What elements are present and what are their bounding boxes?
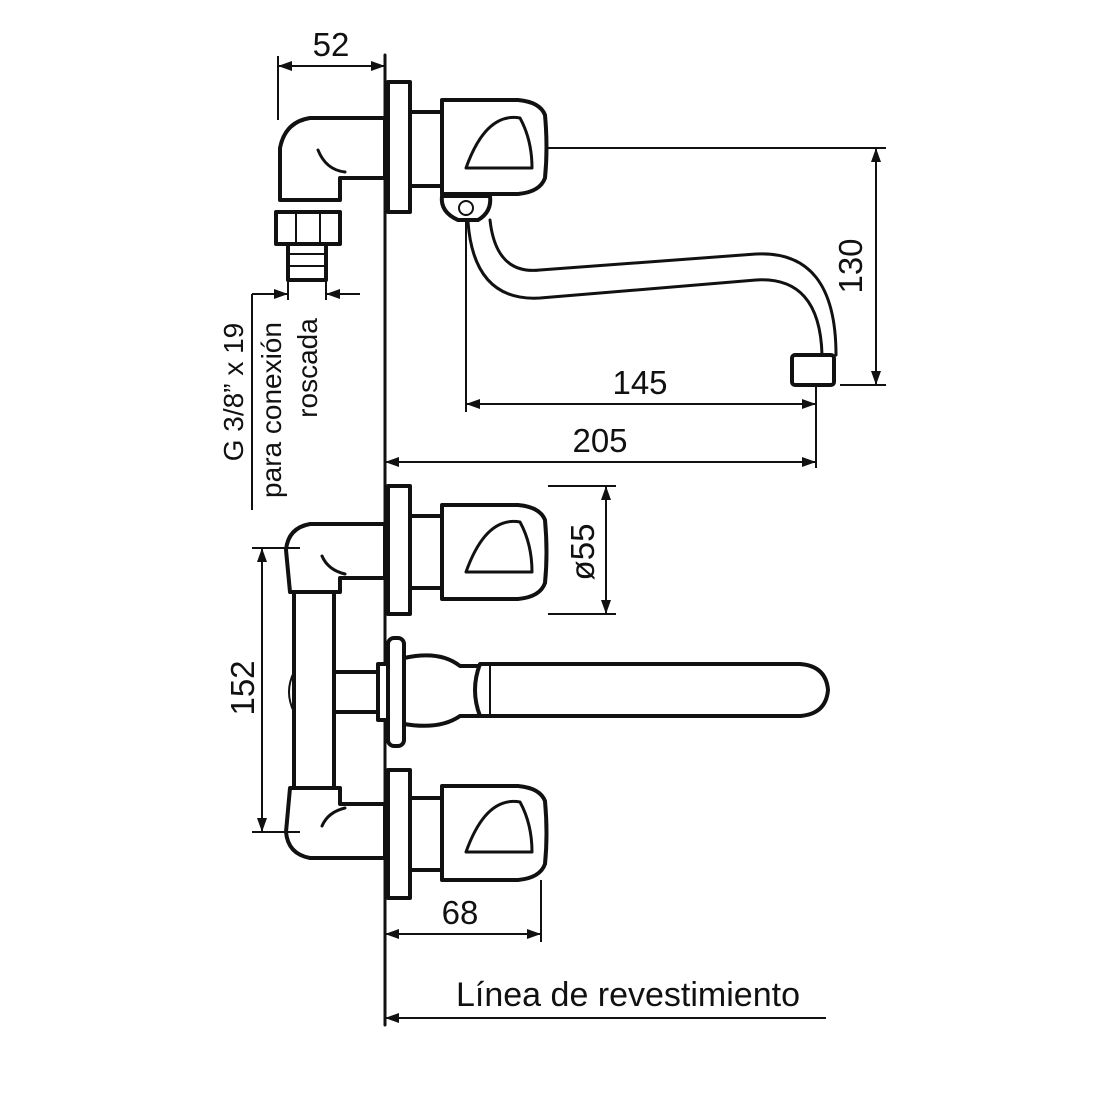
top-handle-groove — [464, 115, 534, 170]
top-valve-body — [408, 110, 444, 188]
dim-label-205: 205 — [572, 422, 627, 459]
dimension-130: 130 — [548, 147, 886, 386]
lower-handle — [440, 784, 549, 882]
top-handle — [440, 98, 549, 196]
dim-label-68: 68 — [442, 894, 479, 931]
dimension-152: 152 — [224, 547, 300, 833]
dim-label-145: 145 — [612, 364, 667, 401]
top-spout — [466, 220, 824, 357]
wall-line-label: Línea de revestimiento — [456, 976, 800, 1014]
upper-handle — [440, 503, 549, 601]
top-outlet-nut — [439, 194, 493, 222]
lower-flange — [386, 768, 412, 900]
top-flange — [386, 80, 412, 214]
front-elevation — [284, 484, 830, 900]
back-vertical-pipe — [292, 590, 336, 790]
top-back-elbow — [278, 116, 387, 202]
dim-label-130: 130 — [832, 238, 869, 293]
thread-note-line3: roscada — [292, 318, 323, 418]
thread-note-line2: para conexión — [256, 322, 287, 498]
dimension-205: 205 — [385, 422, 816, 467]
front-spout — [473, 662, 830, 718]
dim-label-52: 52 — [313, 26, 350, 63]
top-aerator — [790, 353, 836, 387]
dimension-145: 145 — [465, 222, 817, 468]
back-tee-connector — [332, 670, 380, 714]
thread-note-line1: G 3/8” x 19 — [218, 323, 249, 462]
dimension-52: 52 — [277, 26, 385, 120]
top-threaded-stub — [286, 242, 328, 282]
back-upper-elbow — [284, 522, 387, 594]
upper-valve-body — [408, 514, 444, 590]
center-flange — [386, 636, 406, 748]
upper-flange — [386, 484, 412, 616]
top-side-elevation — [274, 80, 838, 387]
dim-label-152: 152 — [224, 660, 261, 715]
dimension-68: 68 — [385, 880, 542, 942]
lower-valve-body — [408, 796, 444, 872]
top-hex-nut — [274, 210, 342, 246]
wall-line-callout: Línea de revestimiento — [385, 976, 826, 1023]
dim-label-o55: ø55 — [564, 524, 601, 581]
thread-dimension: G 3/8” x 19 para conexión roscada — [218, 280, 360, 510]
dimension-o55: ø55 — [548, 485, 616, 615]
back-lower-elbow — [284, 786, 387, 860]
